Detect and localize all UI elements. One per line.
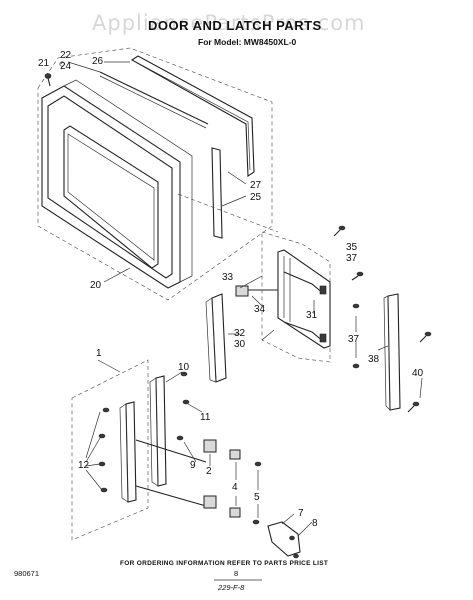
latch-lever-lower — [283, 321, 325, 343]
callout-31: 31 — [306, 310, 318, 321]
lever-screw-8-a — [289, 535, 295, 541]
lever-screw-8-b — [293, 553, 299, 559]
door-panel — [41, 85, 181, 289]
callout-34: 34 — [254, 304, 266, 315]
hinge-screw-12-b — [98, 433, 106, 439]
door-window — [63, 125, 159, 269]
door-seal-line — [135, 61, 251, 171]
callout-4: 4 — [232, 482, 238, 493]
door-seal-strip — [130, 55, 255, 178]
callout-25: 25 — [250, 192, 262, 203]
door-frame — [47, 95, 173, 279]
callout-10: 10 — [178, 362, 190, 373]
hinge-screw-9 — [176, 435, 184, 441]
door-screw-21 — [44, 73, 52, 87]
callout-21: 21 — [38, 58, 50, 69]
latch-assembly-group — [235, 225, 364, 369]
latch-screw-37-mid — [352, 303, 360, 309]
door-strip — [99, 71, 209, 125]
ordering-info: FOR ORDERING INFORMATION REFER TO PARTS … — [120, 560, 328, 567]
callout-37-lower: 37 — [348, 334, 360, 345]
page-number: 8 — [234, 569, 238, 578]
latch-screw-5-upper — [254, 461, 262, 467]
callout-20: 20 — [90, 280, 102, 291]
latch-screw-37-upper — [351, 271, 364, 281]
latch-switch — [235, 285, 249, 297]
hinge-group-outline — [71, 359, 149, 541]
latch-lever-7 — [267, 521, 301, 557]
hinge-screw-11-upper — [180, 371, 188, 377]
latch-block-lower — [229, 507, 241, 518]
latch-cam-upper — [203, 439, 217, 453]
door-handle — [205, 293, 240, 383]
door-assembly-group — [37, 47, 279, 301]
latch-screw-35 — [333, 225, 346, 237]
latch-hook-upper — [319, 285, 327, 295]
door-screw-22 — [59, 61, 65, 67]
callout-7: 7 — [298, 508, 304, 519]
latch-cam-lower — [203, 495, 217, 509]
bracket-screw-40-lower — [407, 401, 420, 413]
callout-8: 8 — [312, 518, 318, 529]
callout-27: 27 — [250, 180, 262, 191]
callout-33: 33 — [222, 272, 234, 283]
hinge-assembly-group — [71, 359, 313, 559]
callout-32: 32 — [234, 328, 246, 339]
hinge-screw-12-a — [102, 407, 110, 413]
callout-1: 1 — [96, 348, 102, 359]
callout-30: 30 — [234, 339, 246, 350]
callout-5: 5 — [254, 492, 260, 503]
door-window-inner — [67, 133, 155, 261]
callout-9: 9 — [190, 460, 196, 471]
handle-bracket — [377, 293, 401, 411]
door-strip-lower — [99, 75, 207, 129]
watermark-text: AppliancePartsPros.com — [92, 11, 366, 35]
bracket-screw-40-upper — [419, 331, 432, 343]
callout-26: 26 — [92, 56, 104, 67]
callout-2: 2 — [206, 466, 212, 477]
door-group-outline — [37, 47, 273, 301]
latch-plate — [277, 249, 331, 349]
hinge-link-upper — [135, 439, 207, 463]
door-panel-edge — [63, 79, 193, 283]
callout-24: 24 — [60, 61, 72, 72]
latch-screw-5-lower — [252, 519, 260, 525]
model-subtitle: For Model: MW8450XL-0 — [198, 37, 297, 47]
latch-block-upper — [229, 449, 241, 460]
callout-12: 12 — [78, 460, 90, 471]
page-code: 229-F-8 — [217, 583, 245, 592]
hinge-screw-12-d — [100, 487, 108, 493]
callout-37-upper: 37 — [346, 253, 358, 264]
latch-hook-lower — [319, 333, 327, 343]
latch-screw-37-lower — [352, 363, 360, 369]
callout-40: 40 — [412, 368, 424, 379]
document-number: 980671 — [14, 569, 39, 578]
latch-group-outline — [261, 231, 331, 363]
hinge-screw-11-lower — [182, 399, 190, 405]
hinge-link-lower — [135, 485, 207, 507]
callout-22: 22 — [60, 50, 72, 61]
diagram-title: DOOR AND LATCH PARTS — [148, 18, 322, 33]
callout-11: 11 — [200, 412, 211, 423]
door-side-strip — [211, 147, 223, 239]
callout-35: 35 — [346, 242, 358, 253]
callout-38: 38 — [368, 354, 380, 365]
